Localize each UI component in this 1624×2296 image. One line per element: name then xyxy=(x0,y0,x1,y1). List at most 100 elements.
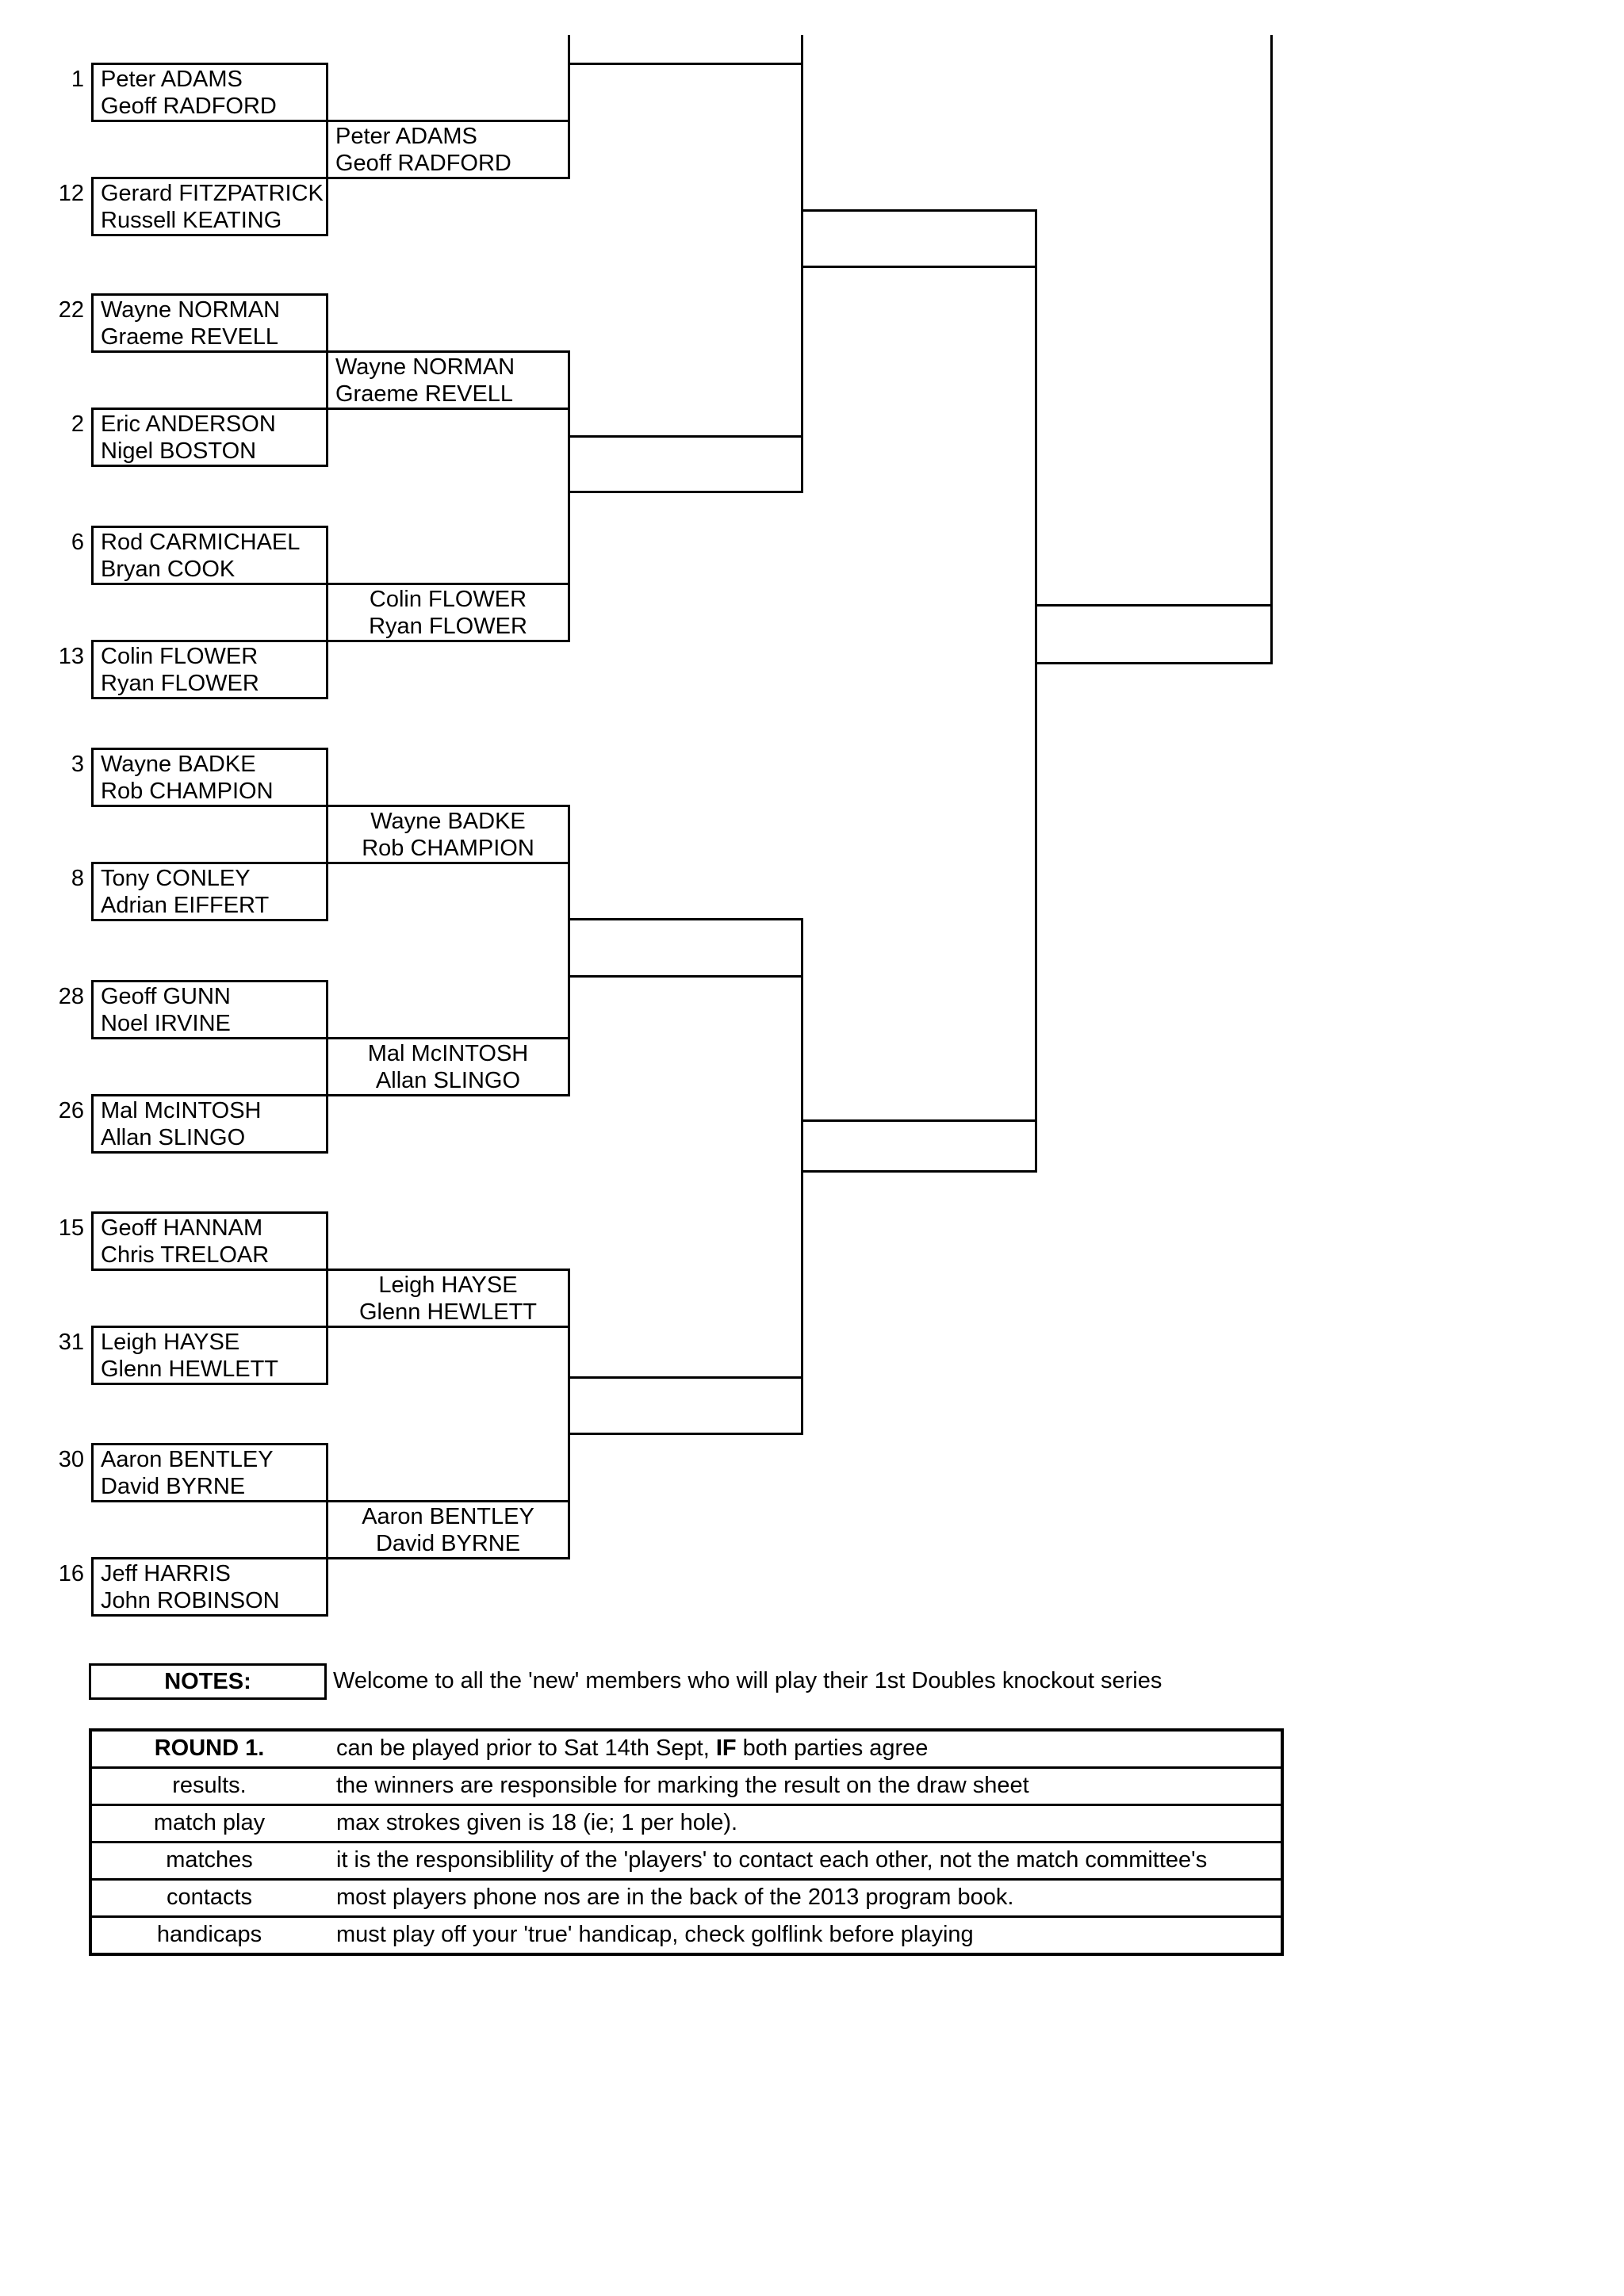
player-name: Jeff HARRIS xyxy=(101,1561,231,1586)
rules-table: ROUND 1. can be played prior to Sat 14th… xyxy=(89,1728,1284,1956)
round1-pair-box: Geoff GUNN Noel IRVINE xyxy=(91,980,328,1039)
player-name: Geoff RADFORD xyxy=(101,94,277,119)
rules-row: contacts most players phone nos are in t… xyxy=(92,1881,1281,1918)
player-name: Wayne BADKE xyxy=(370,809,526,834)
round2-winner-box: Peter ADAMS Geoff RADFORD xyxy=(326,120,570,179)
rules-row-label: match play xyxy=(153,1810,266,1835)
round1-pair-box: Peter ADAMS Geoff RADFORD xyxy=(91,63,328,122)
seed-number: 12 xyxy=(58,181,84,206)
player-name: Glenn HEWLETT xyxy=(101,1357,278,1382)
bracket-line xyxy=(568,350,570,642)
bracket-line xyxy=(568,491,803,493)
player-name: Graeme REVELL xyxy=(101,324,279,350)
bracket-line xyxy=(568,975,803,978)
player-name: Rod CARMICHAEL xyxy=(101,530,301,555)
bracket-line xyxy=(568,918,803,920)
round2-winner-box: Wayne NORMAN Graeme REVELL xyxy=(326,350,570,410)
player-name: Allan SLINGO xyxy=(375,1068,521,1093)
round2-winner-box: Leigh HAYSE Glenn HEWLETT xyxy=(326,1269,570,1328)
seed-number: 22 xyxy=(58,297,84,323)
rules-row-label: handicaps xyxy=(156,1922,262,1947)
notes-label: NOTES: xyxy=(164,1669,251,1694)
seed-number: 28 xyxy=(58,984,84,1009)
bracket-line xyxy=(1270,35,1273,664)
player-name: Glenn HEWLETT xyxy=(359,1299,537,1325)
rules-row: handicaps must play off your 'true' hand… xyxy=(92,1918,1281,1953)
round1-pair-box: Eric ANDERSON Nigel BOSTON xyxy=(91,408,328,467)
player-name: Ryan FLOWER xyxy=(369,614,527,639)
rules-row-label: ROUND 1. xyxy=(154,1735,265,1761)
round2-winner-box: Mal McINTOSH Allan SLINGO xyxy=(326,1037,570,1096)
bracket-line xyxy=(801,1170,1037,1173)
player-name: Wayne BADKE xyxy=(101,752,256,777)
round1-pair-box: Colin FLOWER Ryan FLOWER xyxy=(91,640,328,699)
bracket-line xyxy=(568,35,570,122)
seed-number: 26 xyxy=(58,1098,84,1123)
rules-row-label: results. xyxy=(172,1773,247,1798)
notes-label-box: NOTES: xyxy=(89,1663,327,1700)
player-name: Aaron BENTLEY xyxy=(101,1447,274,1472)
bracket-line xyxy=(568,805,570,1096)
rules-row-label: matches xyxy=(166,1847,253,1873)
bracket-line xyxy=(801,266,1037,268)
rules-row-text: must play off your 'true' handicap, chec… xyxy=(336,1922,974,1947)
player-name: Nigel BOSTON xyxy=(101,438,257,464)
player-name: Eric ANDERSON xyxy=(101,411,276,437)
seed-number: 1 xyxy=(71,67,84,92)
round2-winner-box: Aaron BENTLEY David BYRNE xyxy=(326,1500,570,1559)
bracket-line xyxy=(568,435,803,438)
player-name: Rob CHAMPION xyxy=(362,836,534,861)
round1-pair-box: Aaron BENTLEY David BYRNE xyxy=(91,1443,328,1502)
player-name: Rob CHAMPION xyxy=(101,779,274,804)
rules-row-text: max strokes given is 18 (ie; 1 per hole)… xyxy=(336,1810,738,1835)
bracket-line xyxy=(1035,604,1273,607)
player-name: Mal McINTOSH xyxy=(367,1041,529,1066)
bracket-line xyxy=(568,63,803,65)
round1-pair-box: Tony CONLEY Adrian EIFFERT xyxy=(91,862,328,921)
player-name: Chris TRELOAR xyxy=(101,1242,270,1268)
round2-winner-box: Colin FLOWER Ryan FLOWER xyxy=(326,583,570,642)
rules-row-text: the winners are responsible for marking … xyxy=(336,1773,1029,1798)
rules-row-text: can be played prior to Sat 14th Sept, IF… xyxy=(336,1735,929,1761)
seed-number: 15 xyxy=(58,1215,84,1241)
rules-row: matches it is the responsiblility of the… xyxy=(92,1843,1281,1881)
rules-row: match play max strokes given is 18 (ie; … xyxy=(92,1806,1281,1843)
seed-number: 16 xyxy=(58,1561,84,1586)
player-name: Aaron BENTLEY xyxy=(362,1504,534,1529)
player-name: Mal McINTOSH xyxy=(101,1098,262,1123)
bracket-line xyxy=(1035,662,1273,664)
bracket-line xyxy=(801,35,803,493)
bracket-line xyxy=(568,1376,803,1379)
seed-number: 31 xyxy=(58,1330,84,1355)
bracket-line xyxy=(801,1119,1037,1122)
bracket-line xyxy=(1035,209,1037,1173)
player-name: Ryan FLOWER xyxy=(101,671,259,696)
round2-winner-box: Wayne BADKE Rob CHAMPION xyxy=(326,805,570,864)
player-name: Peter ADAMS xyxy=(335,124,477,149)
player-name: Allan SLINGO xyxy=(101,1125,246,1150)
player-name: Wayne NORMAN xyxy=(101,297,281,323)
round1-pair-box: Gerard FITZPATRICK Russell KEATING xyxy=(91,177,328,236)
player-name: Tony CONLEY xyxy=(101,866,251,891)
bracket-line xyxy=(568,1433,803,1435)
player-name: Adrian EIFFERT xyxy=(101,893,270,918)
bracket-line xyxy=(801,918,803,1435)
player-name: Graeme REVELL xyxy=(335,381,514,407)
round1-pair-box: Geoff HANNAM Chris TRELOAR xyxy=(91,1211,328,1271)
player-name: Russell KEATING xyxy=(101,208,282,233)
player-name: Colin FLOWER xyxy=(101,644,259,669)
round1-pair-box: Wayne BADKE Rob CHAMPION xyxy=(91,748,328,807)
bracket-line xyxy=(568,1269,570,1559)
rules-row: results. the winners are responsible for… xyxy=(92,1769,1281,1806)
round1-pair-box: Mal McINTOSH Allan SLINGO xyxy=(91,1094,328,1154)
seed-number: 3 xyxy=(71,752,84,777)
seed-number: 30 xyxy=(58,1447,84,1472)
seed-number: 2 xyxy=(71,411,84,437)
player-name: Wayne NORMAN xyxy=(335,354,515,380)
round1-pair-box: Wayne NORMAN Graeme REVELL xyxy=(91,293,328,353)
rules-row-label: contacts xyxy=(167,1885,252,1910)
player-name: Geoff GUNN xyxy=(101,984,231,1009)
rules-row: ROUND 1. can be played prior to Sat 14th… xyxy=(92,1732,1281,1769)
player-name: Leigh HAYSE xyxy=(101,1330,240,1355)
player-name: John ROBINSON xyxy=(101,1588,280,1613)
